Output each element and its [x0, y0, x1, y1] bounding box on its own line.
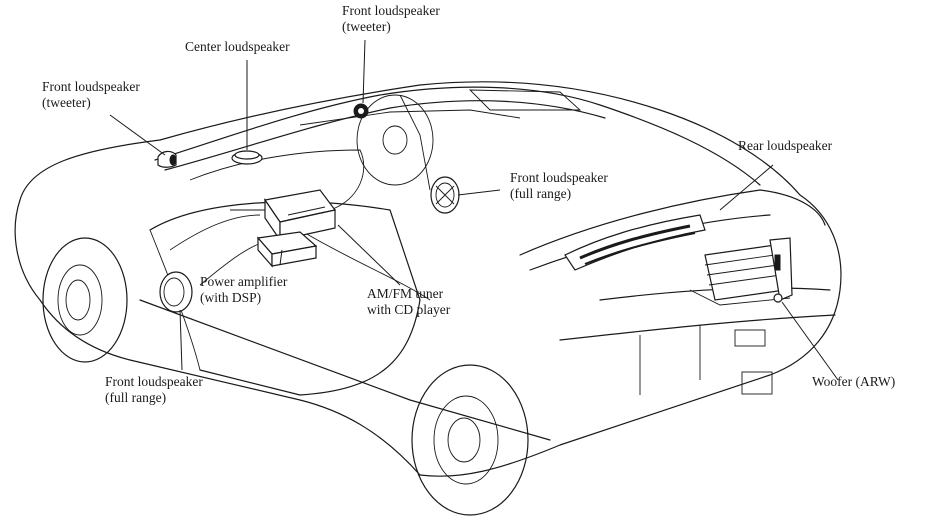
leader-lines	[109, 39, 839, 381]
label-line: (tweeter)	[342, 19, 391, 34]
label-line: with CD player	[367, 302, 451, 317]
label-woofer: Woofer (ARW)	[812, 374, 895, 390]
label-center-loudspeaker: Center loudspeaker	[185, 39, 290, 55]
label-line: Front loudspeaker	[342, 3, 440, 18]
label-front-full-range-left: Front loudspeaker (full range)	[105, 374, 203, 406]
label-line: (tweeter)	[42, 95, 91, 110]
label-line: Front loudspeaker	[42, 79, 140, 94]
front-full-range-right-part	[430, 176, 460, 214]
label-front-tweeter-right: Front loudspeaker (tweeter)	[342, 3, 440, 35]
label-am-fm-tuner: AM/FM tuner with CD player	[367, 286, 450, 318]
rear-wheel	[411, 364, 529, 516]
label-line: (with DSP)	[200, 290, 262, 305]
label-line: Front loudspeaker	[510, 170, 608, 185]
label-front-full-range-right: Front loudspeaker (full range)	[510, 170, 608, 202]
label-power-amplifier: Power amplifier (with DSP)	[200, 274, 287, 306]
label-rear-loudspeaker: Rear loudspeaker	[738, 138, 832, 154]
car-body	[14, 81, 842, 516]
amplifier-part	[256, 231, 318, 268]
label-line: (full range)	[510, 186, 572, 201]
label-line: Center loudspeaker	[185, 39, 290, 54]
woofer-part	[689, 237, 793, 306]
front-full-range-left-part	[159, 271, 193, 313]
tweeter-left-part	[157, 150, 177, 168]
label-line: Rear loudspeaker	[738, 138, 833, 153]
label-line: Woofer (ARW)	[812, 374, 896, 389]
label-line: AM/FM tuner	[367, 286, 444, 301]
rear-speaker-part	[564, 214, 706, 271]
front-wheel	[42, 237, 128, 363]
tweeter-right-part	[353, 103, 369, 119]
label-line: Front loudspeaker	[105, 374, 203, 389]
label-line: Power amplifier	[200, 274, 288, 289]
label-line: (full range)	[105, 390, 167, 405]
steering-wheel	[356, 94, 434, 186]
center-speaker-part	[231, 150, 263, 165]
label-front-tweeter-left: Front loudspeaker (tweeter)	[42, 79, 140, 111]
